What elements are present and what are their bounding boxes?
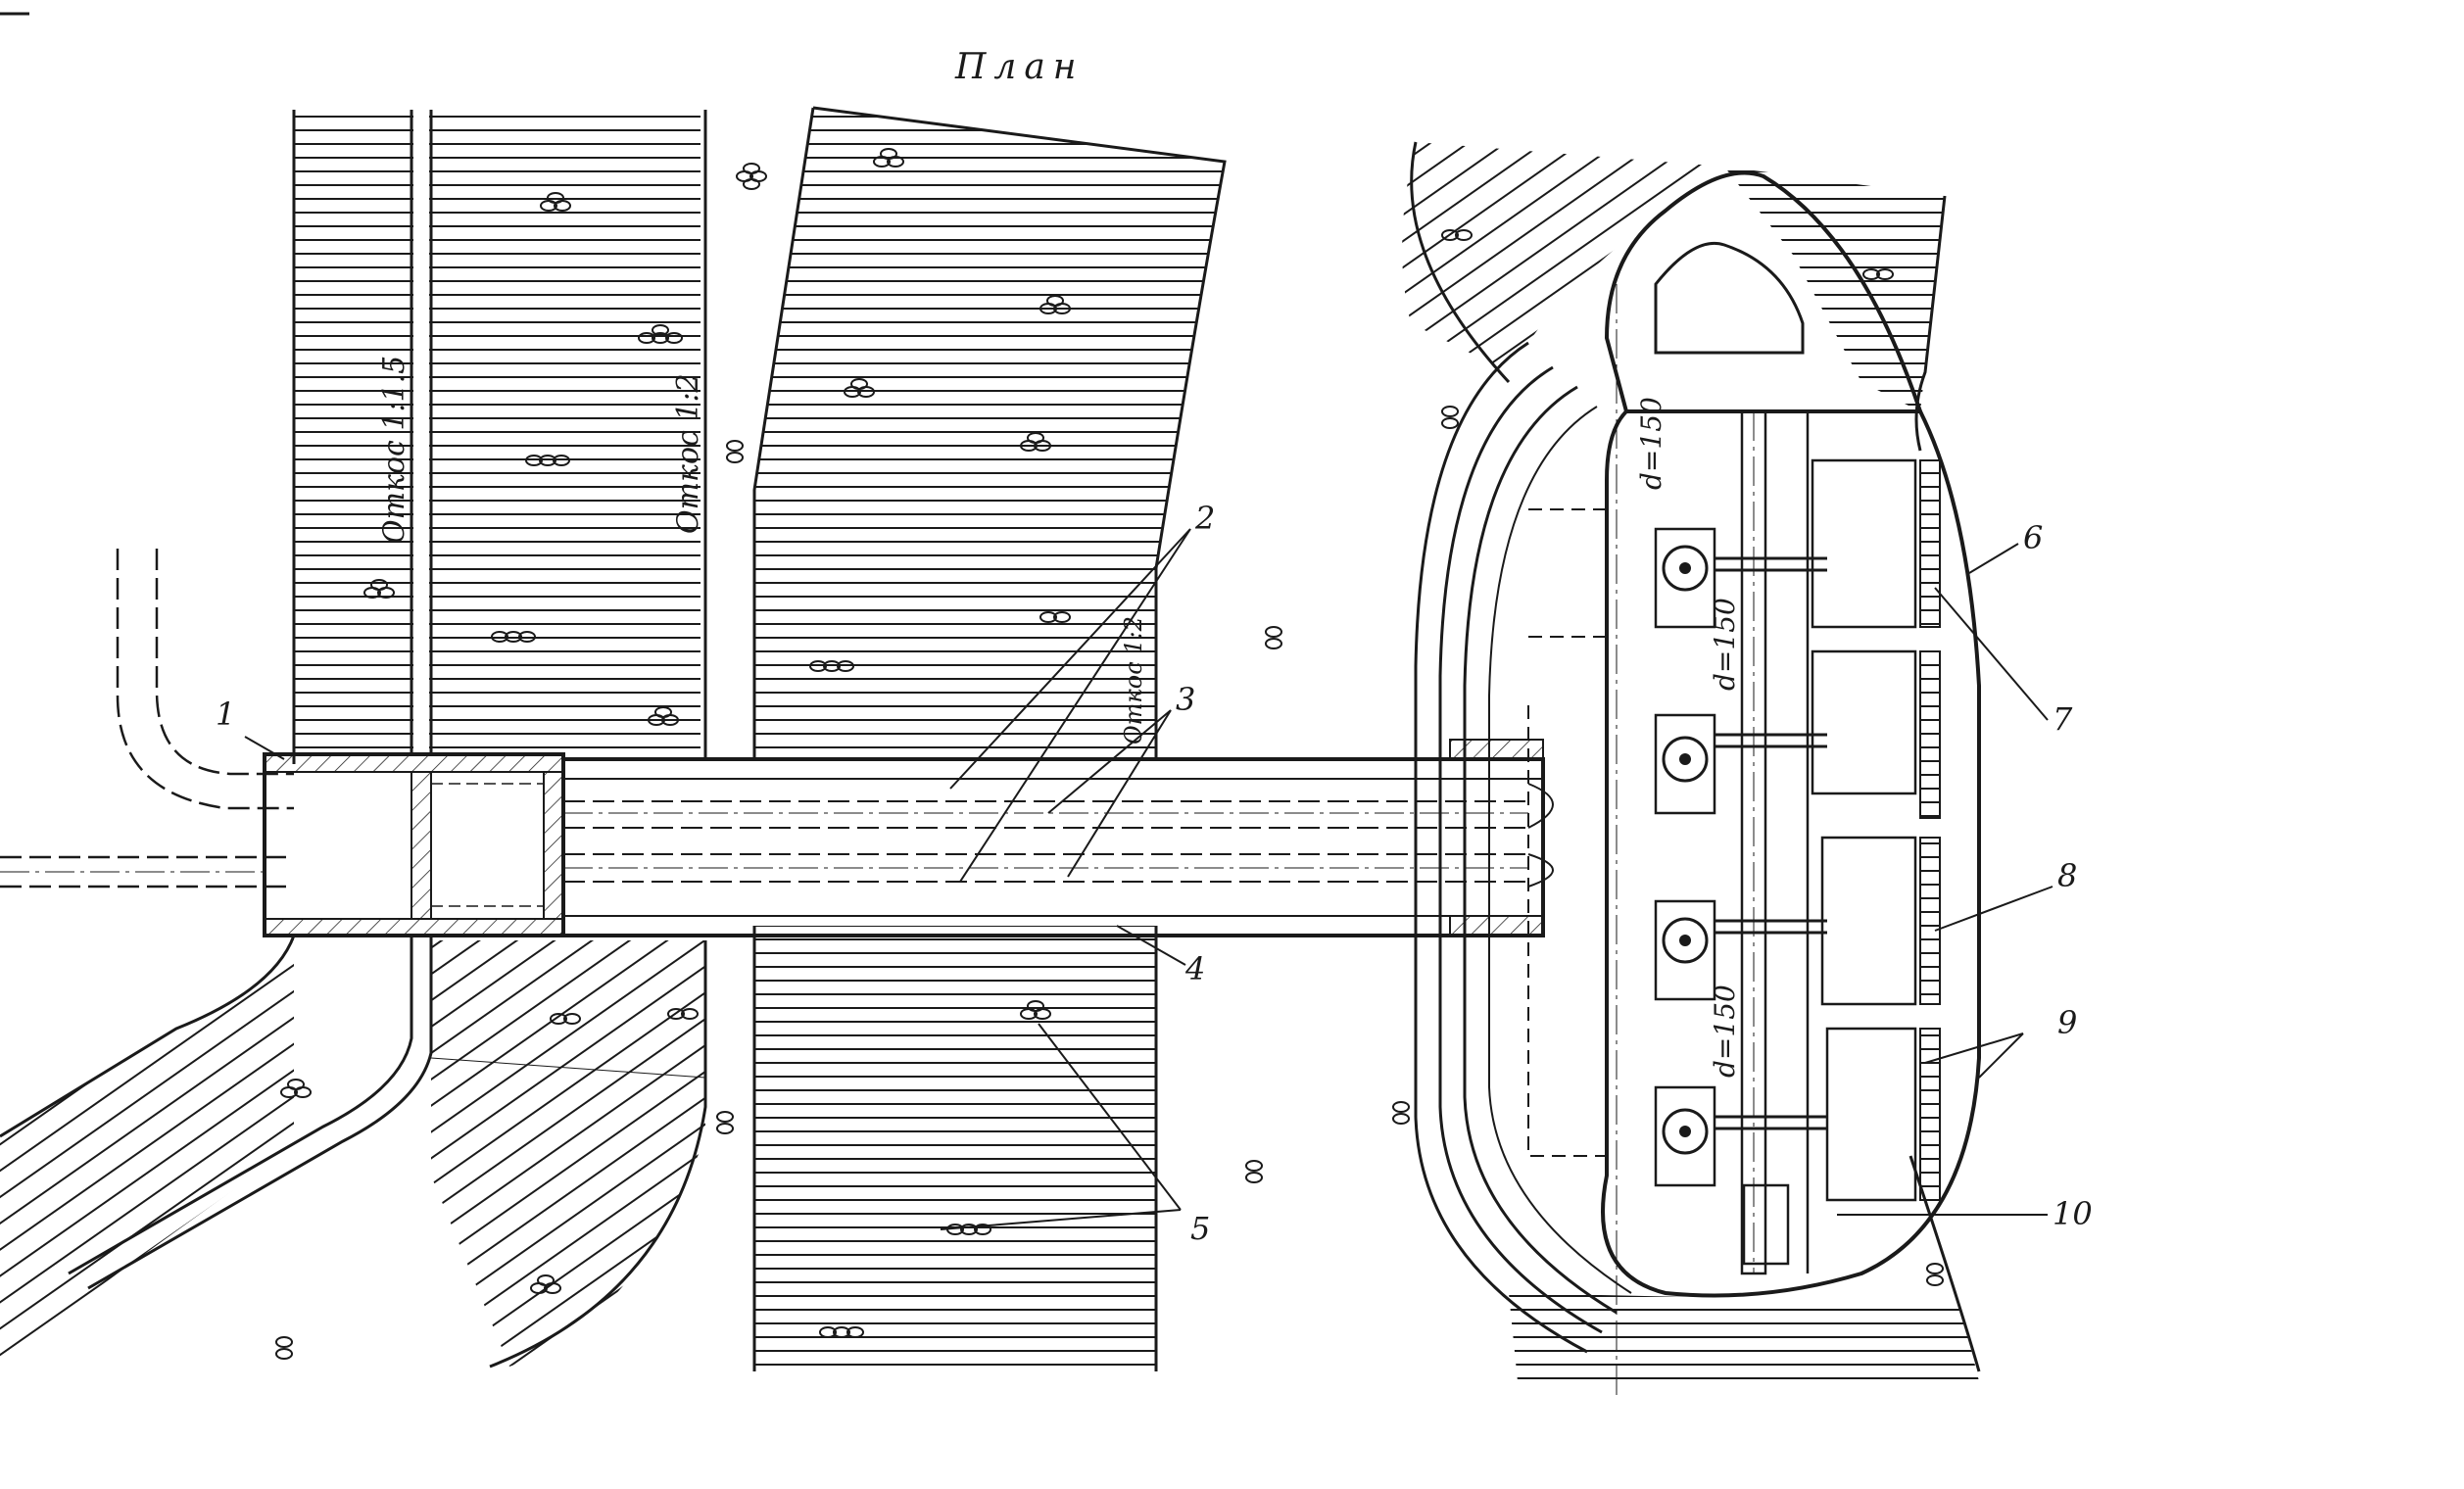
- callout-1: 1: [216, 696, 235, 733]
- plan-title: План: [954, 47, 1085, 87]
- callout-5: 5: [1190, 1210, 1210, 1247]
- slope-label-left: Откос 1:1.5: [377, 356, 411, 544]
- pump-unit: [1654, 899, 1827, 1001]
- middle-bank-slope: [752, 106, 1227, 1371]
- pipe-diameter-label-bottom: d=150: [1709, 985, 1741, 1078]
- inlet-pipe: [0, 549, 294, 889]
- suction-gallery: [561, 739, 1554, 937]
- slope-label-middle: Откос 1:2: [671, 373, 705, 534]
- callout-9: 9: [2057, 1004, 2077, 1041]
- callout-leaders: [244, 528, 2053, 1230]
- callout-8: 8: [2057, 857, 2077, 894]
- callout-6: 6: [2023, 519, 2043, 556]
- callout-2: 2: [1194, 500, 1215, 537]
- pump-unit: [1654, 527, 1827, 629]
- pump-unit: [1654, 1085, 1827, 1187]
- slope-label-bank: Откос 1:2: [1120, 616, 1147, 744]
- right-bank-slope: [1402, 141, 1981, 1391]
- callout-10: 10: [2053, 1195, 2093, 1232]
- callout-7: 7: [2053, 700, 2073, 738]
- left-bank-slope: [292, 110, 707, 764]
- pump-station-building: [1414, 170, 1981, 1401]
- pipe-diameter-label-middle: d=150: [1709, 598, 1741, 691]
- lower-left-curved-slope: [0, 935, 707, 1369]
- pump-unit: [1654, 713, 1827, 815]
- callout-3: 3: [1176, 681, 1195, 718]
- pipe-diameter-label-top: d=150: [1635, 397, 1667, 490]
- intake-headwork: [263, 752, 565, 937]
- callout-4: 4: [1184, 950, 1205, 987]
